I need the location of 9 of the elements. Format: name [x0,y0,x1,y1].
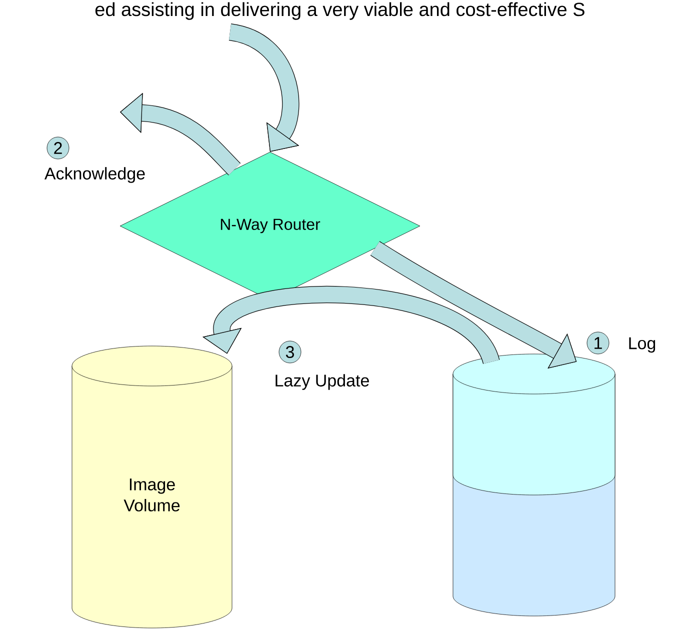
database-cylinder: Image Volume [72,346,232,628]
edge-label: Lazy Update [276,374,369,390]
database-cylinder [452,354,616,616]
callout-number: 3 [278,340,302,364]
callout-number: 1 [586,332,610,354]
callout-number: 2 [46,136,70,160]
edge-label: Log [629,337,656,353]
heading-text: ed assisting in delivering a very viable and cost-effective S [95,2,584,20]
block-arrow [228,24,300,152]
